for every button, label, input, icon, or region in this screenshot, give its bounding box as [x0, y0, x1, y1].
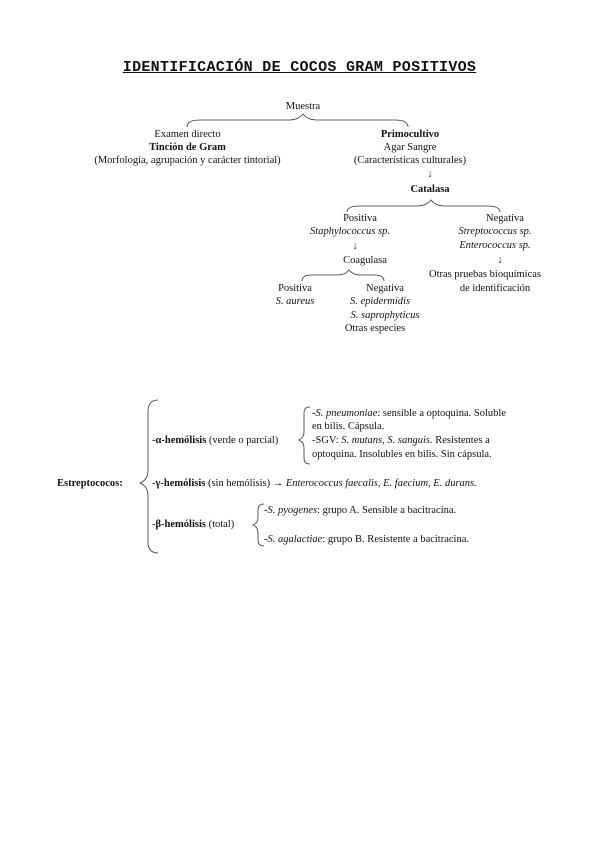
gamma-prefix: - — [152, 478, 156, 489]
alpha-item-1: -S. pneumoniae: sensible a optoquina. So… — [312, 407, 506, 421]
left-line1: Examen directo — [154, 129, 221, 140]
beta-prefix: - — [152, 519, 156, 530]
beta-hemolysis-row: -β-hemólisis (total) — [152, 518, 234, 532]
alpha-item-2: -SGV: S. mutans, S. sanguis. Resistentes… — [312, 434, 490, 448]
brace-alpha — [297, 406, 311, 465]
right-line3: (Características culturales) — [353, 155, 467, 166]
gamma-hemolysis-row: -γ-hemólisis (sin hemólisis) → Enterococ… — [152, 477, 477, 491]
alpha-item-2-text: Resistentes a — [432, 435, 490, 446]
right-line1: Primocultivo — [380, 129, 440, 140]
s-agalactiae-label: S. agalactiae — [267, 534, 323, 545]
dash: - — [264, 505, 268, 516]
alpha-hemolysis-name: α-hemólisis — [155, 435, 207, 446]
catalasa-label: Catalasa — [410, 184, 450, 195]
s-saprophyticus-label: S. saprophyticus — [350, 310, 420, 321]
root-muestra: Muestra — [285, 101, 321, 112]
otras-pruebas-line2: de identificación — [459, 283, 531, 294]
catalasa-negative-label: Negativa — [486, 213, 524, 224]
arrow-down-icon: ↓ — [427, 169, 433, 180]
alpha-hemolysis-row: -α-hemólisis (verde o parcial) — [152, 434, 278, 448]
brace-beta — [251, 503, 265, 547]
dash: - — [264, 534, 268, 545]
brace-muestra — [186, 113, 409, 128]
enterococcus-species: Enterococcus faecalis, E. faecium, E. du… — [285, 478, 477, 489]
s-pyogenes-label: S. pyogenes — [267, 505, 318, 516]
alpha-item-1-text: : sensible a optoquina. Soluble — [377, 408, 506, 419]
catalasa-positive-label: Positiva — [343, 213, 377, 224]
sgv-organisms: S. mutans, S. sanguis. — [341, 435, 433, 446]
arrow-down-icon: ↓ — [497, 255, 503, 266]
left-line2: Tinción de Gram — [149, 142, 226, 153]
estreptococos-label: Estreptococos: — [57, 478, 123, 489]
streptococcus-label: Streptococcus sp. — [458, 226, 532, 237]
alpha-item-1-cont: en bilis. Cápsula. — [312, 421, 385, 432]
sgv-prefix: -SGV: — [312, 435, 342, 446]
beta-item-1-text: : grupo A. Sensible a bacitracina. — [317, 505, 457, 516]
beta-item-2: -S. agalactiae: grupo B. Resistente a ba… — [264, 533, 469, 547]
brace-coagulasa — [301, 269, 385, 282]
beta-hemolysis-name: β-hemólisis — [155, 519, 206, 530]
s-pneumoniae-label: S. pneumoniae — [315, 408, 378, 419]
beta-item-2-text: : grupo B. Resistente a bacitracina. — [322, 534, 469, 545]
brace-estreptococos — [138, 399, 159, 554]
staphylococcus-label: Staphylococcus sp. — [310, 226, 390, 237]
alpha-prefix: - — [152, 435, 156, 446]
coagulasa-label: Coagulasa — [343, 255, 387, 266]
enterococcus-label: Enterococcus sp. — [459, 240, 531, 251]
gamma-hemolysis-desc: (sin hemólisis) → — [205, 478, 286, 489]
left-line3: (Morfología, agrupación y carácter tinto… — [94, 155, 281, 166]
s-aureus-label: S. aureus — [275, 296, 315, 307]
otras-pruebas-line1: Otras pruebas bioquímicas — [429, 269, 541, 280]
s-epidermidis-label: S. epidermidis — [349, 296, 411, 307]
page-title: IDENTIFICACIÓN DE COCOS GRAM POSITIVOS — [122, 59, 477, 76]
beta-hemolysis-desc: (total) — [205, 519, 235, 530]
coagulasa-negative-label: Negativa — [366, 283, 404, 294]
gamma-hemolysis-name: γ-hemólisis — [155, 478, 206, 489]
arrow-down-icon: ↓ — [352, 241, 358, 252]
coagulasa-positive-label: Positiva — [278, 283, 312, 294]
brace-catalasa — [346, 199, 501, 213]
alpha-item-2-cont: optoquina. Insolubles en bilis. Sin cáps… — [312, 449, 492, 460]
beta-item-1: -S. pyogenes: grupo A. Sensible a bacitr… — [264, 504, 456, 518]
alpha-hemolysis-desc: (verde o parcial) — [206, 435, 279, 446]
otras-especies-label: Otras especies — [344, 323, 406, 334]
right-line2: Agar Sangre — [383, 142, 437, 153]
dash: - — [312, 408, 316, 419]
